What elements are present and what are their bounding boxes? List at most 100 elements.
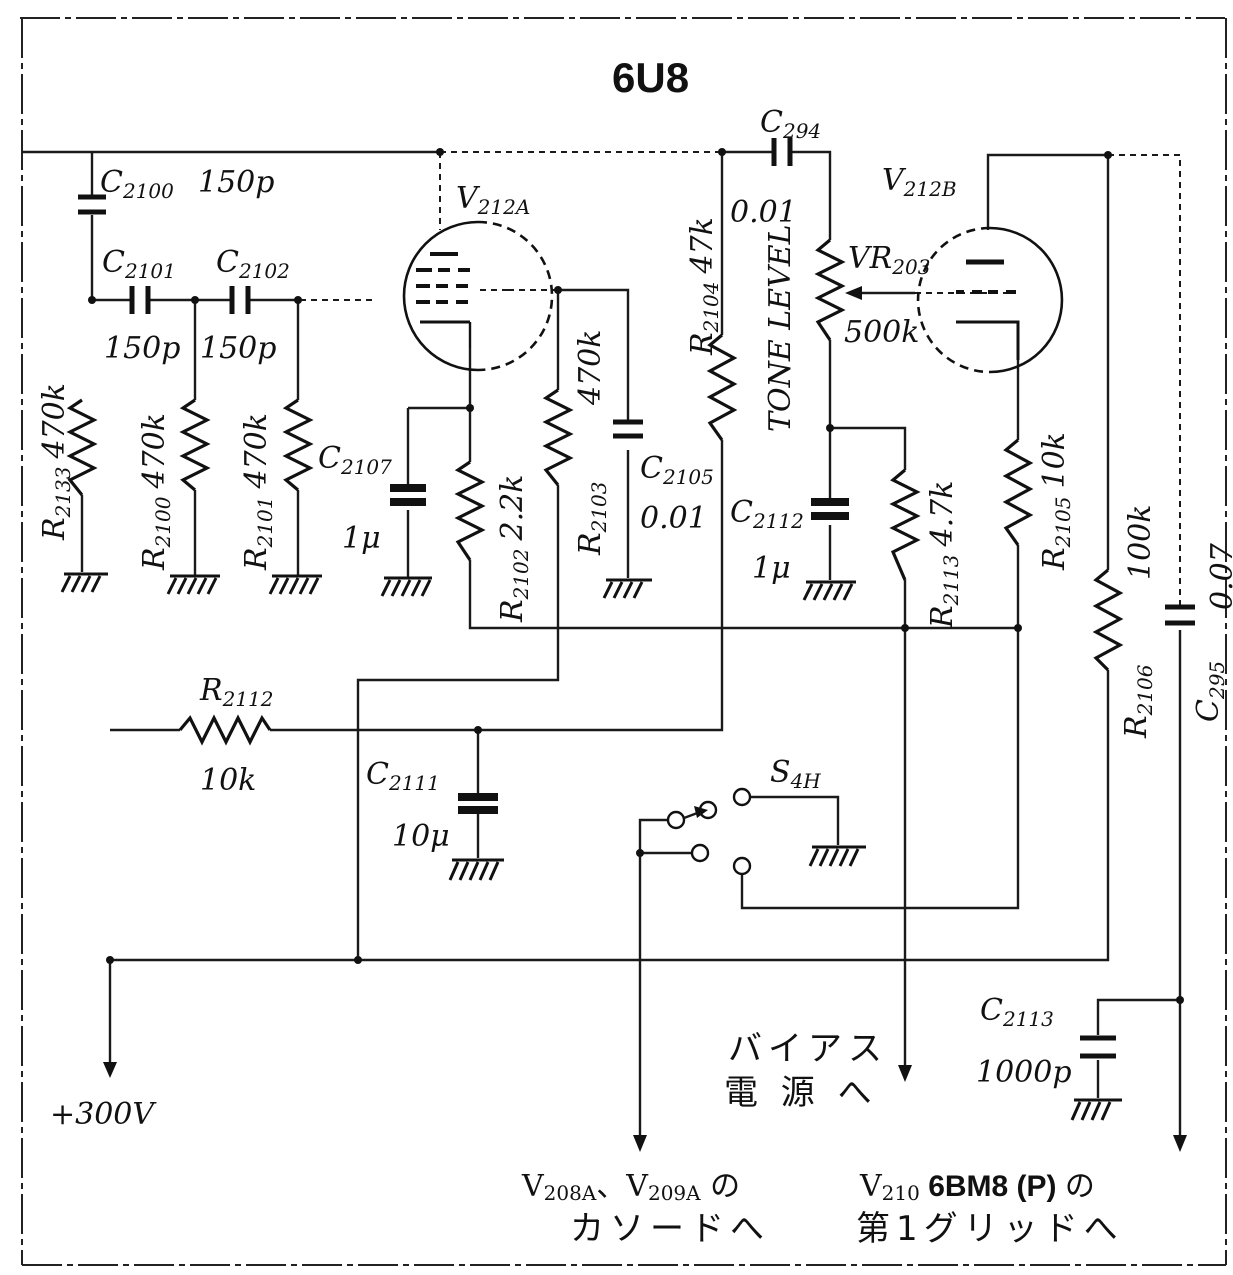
- c294-label: C294: [760, 105, 821, 143]
- grid-arrow-icon: [1173, 1135, 1187, 1152]
- svg-text:R210447k: R210447k: [685, 217, 723, 356]
- ground-icon: [602, 578, 652, 599]
- c2107-value: 1μ: [342, 521, 381, 556]
- c2112-label: C2112: [730, 495, 804, 533]
- r2103-value-group: 470k: [573, 330, 608, 406]
- ground-icon: [808, 845, 866, 867]
- capacitor-c2105-symbol: [613, 419, 643, 439]
- capacitor-c2101-symbol: [129, 286, 151, 314]
- svg-text:R21022.2k: R21022.2k: [495, 475, 533, 623]
- capacitor-c2112-symbol: [811, 498, 849, 520]
- tube-v212b-symbol: [916, 226, 1064, 374]
- c2100-label: C2100: [100, 165, 174, 203]
- capacitor-c2100-symbol: [78, 194, 106, 215]
- capacitor-c2102-symbol: [229, 286, 251, 314]
- r2104-label-group: R210447k: [685, 217, 723, 356]
- signal-arrows: [103, 286, 1187, 1152]
- svg-text:C295: C295: [1191, 661, 1229, 722]
- resistor-r2113-symbol: [889, 468, 921, 581]
- svg-text:R2101470k: R2101470k: [239, 413, 277, 571]
- destination-labels: バイアス 電 源 へ V208A、V209A の カソードへ V210 6BM8…: [521, 1029, 1124, 1249]
- r2101-label-group: R2101470k: [239, 413, 277, 571]
- resistor-r2102-symbol: [454, 460, 486, 561]
- c2112-value: 1μ: [752, 551, 791, 586]
- supply-voltage-label: +300V: [50, 1097, 157, 1132]
- svg-text:R210510k: R210510k: [1037, 432, 1075, 571]
- v212a-label: V212A: [456, 181, 530, 219]
- c2111-value: 10μ: [392, 819, 450, 854]
- capacitor-c2111-symbol: [458, 793, 498, 814]
- svg-text:470k: 470k: [573, 330, 608, 406]
- supply-arrow-icon: [103, 1062, 117, 1078]
- wiper-arrow-icon: [845, 286, 862, 300]
- tone-level-label-group: TONE LEVEL: [763, 224, 798, 432]
- r2105-label-group: R210510k: [1037, 432, 1075, 571]
- tube-v212a-symbol: [402, 220, 554, 372]
- c2107-label: C2107: [318, 441, 392, 479]
- cathode-destination-line2: カソードへ: [570, 1209, 770, 1249]
- r2106-value-group: 100k: [1123, 505, 1158, 580]
- c2105-label: C2105: [640, 451, 714, 489]
- resistor-r2100-symbol: [179, 398, 211, 492]
- ground-icon: [268, 574, 322, 595]
- ground-icon: [60, 572, 108, 593]
- r2133-label-group: R2133470k: [37, 383, 75, 541]
- tube-type-title: 6U8: [612, 54, 689, 101]
- grid-destination-line2: 第1グリッドへ: [856, 1209, 1124, 1249]
- v212b-label: V212B: [882, 163, 957, 201]
- resistor-r2106-symbol: [1092, 568, 1124, 672]
- resistor-r2103-symbol: [542, 388, 574, 486]
- c2105-value: 0.01: [640, 501, 707, 536]
- switch-s4h-symbol: [666, 787, 752, 876]
- resistor-r2105-symbol: [1002, 438, 1034, 546]
- svg-text:R2106: R2106: [1119, 664, 1157, 739]
- svg-text:TONE LEVEL: TONE LEVEL: [763, 224, 798, 432]
- r2102-label-group: R21022.2k: [495, 475, 533, 623]
- svg-text:R2103: R2103: [573, 482, 611, 557]
- c2101-value: 150p: [104, 331, 180, 366]
- component-labels: C294 0.01 C2100 150p C2101 150p C2102 15…: [37, 105, 1233, 1132]
- c295-label-group: C295: [1191, 661, 1229, 722]
- r2100-label-group: R2100470k: [137, 413, 175, 571]
- svg-text:0.07: 0.07: [1205, 542, 1233, 610]
- ground-icon: [802, 580, 856, 601]
- bias-supply-line1: バイアス: [728, 1029, 888, 1069]
- vr203-value: 500k: [844, 315, 919, 350]
- c2102-value: 150p: [200, 331, 276, 366]
- resistor-r2101-symbol: [282, 398, 314, 492]
- ground-icon: [1070, 1098, 1122, 1121]
- r2113-label-group: R21134.7k: [925, 481, 963, 629]
- capacitor-c294-symbol: [771, 138, 793, 166]
- resistor-r2112-symbol: [178, 714, 272, 746]
- svg-text:R2133470k: R2133470k: [37, 383, 75, 541]
- bias-arrow-icon: [898, 1065, 912, 1082]
- potentiometer-vr203-symbol: [814, 238, 846, 341]
- c2113-value: 1000p: [976, 1055, 1072, 1090]
- wiring: [22, 150, 1182, 1140]
- svg-text:R2100470k: R2100470k: [137, 413, 175, 571]
- s4h-label: S4H: [770, 755, 821, 793]
- c2100-value: 150p: [198, 165, 274, 200]
- r2103-label-group: R2103: [573, 482, 611, 557]
- r2112-value: 10k: [200, 763, 256, 798]
- c2102-label: C2102: [216, 245, 290, 283]
- capacitor-c2113-symbol: [1080, 1035, 1116, 1059]
- resistor-r2104-symbol: [706, 333, 738, 441]
- c2113-label: C2113: [980, 993, 1054, 1031]
- r2106-label-group: R2106: [1119, 664, 1157, 739]
- ground-icon: [448, 858, 504, 881]
- vr203-label: VR203: [848, 241, 930, 279]
- c2101-label: C2101: [102, 245, 176, 283]
- page-frame: [20, 17, 1227, 1266]
- capacitor-c2107-symbol: [390, 484, 426, 506]
- junction-dots: [88, 148, 1184, 1004]
- r2112-label: R2112: [199, 673, 274, 711]
- cathode-destination-line1: V208A、V209A の: [521, 1169, 740, 1205]
- ground-icon: [380, 576, 432, 597]
- resistor-r2133-symbol: [66, 398, 98, 496]
- ground-symbols: [60, 572, 1122, 1121]
- svg-text:R21134.7k: R21134.7k: [925, 481, 963, 629]
- c295-value-group: 0.07: [1205, 542, 1233, 610]
- cathode-arrow-icon: [633, 1135, 647, 1152]
